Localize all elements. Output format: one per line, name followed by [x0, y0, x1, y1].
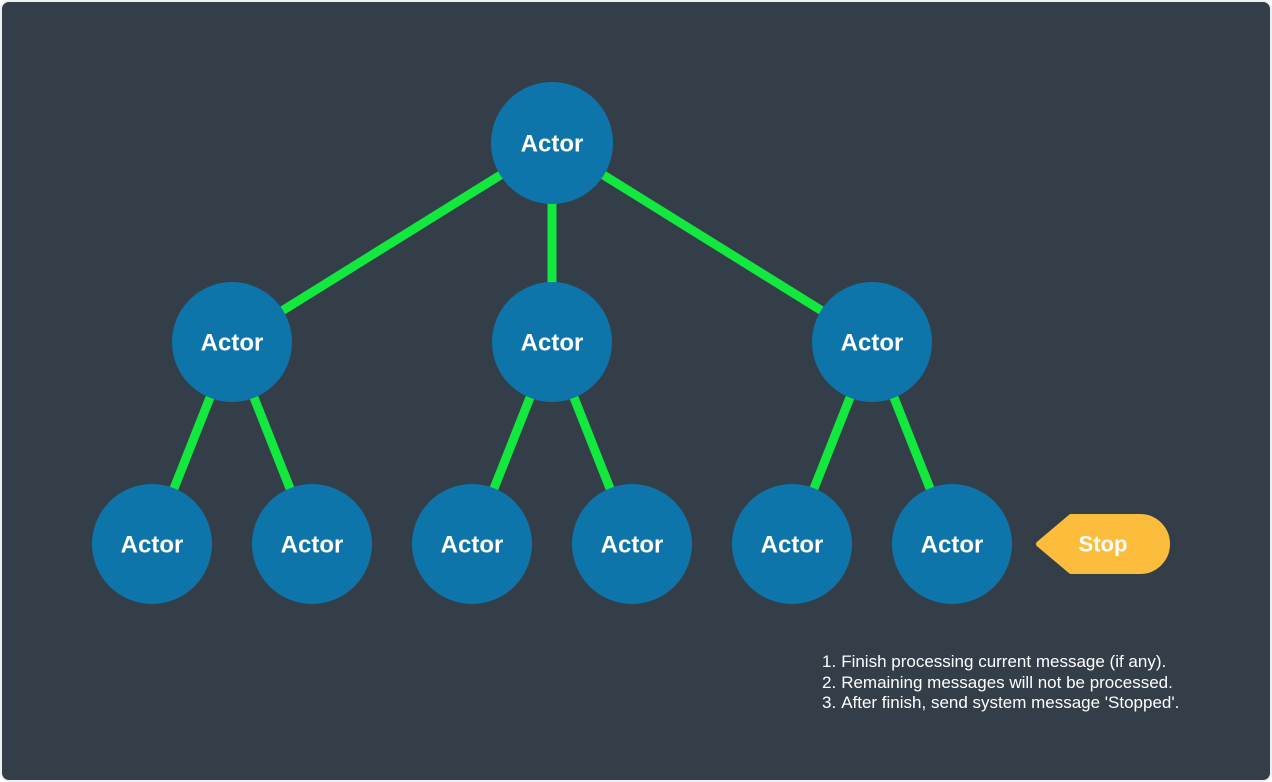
actor-circle	[412, 484, 532, 604]
actor-label: Actor	[761, 531, 824, 558]
actor-circle	[252, 484, 372, 604]
edge-root-to-mid-right	[549, 139, 875, 346]
actor-circle	[572, 484, 692, 604]
actor-circle	[492, 282, 612, 402]
note-number: 1.	[822, 652, 837, 671]
actor-circle	[732, 484, 852, 604]
actor-label: Actor	[521, 130, 584, 157]
edge-root-to-mid-left	[229, 139, 555, 346]
note-line-2: 2.Remaining messages will not be process…	[822, 673, 1179, 694]
actor-node-leaf-4: Actor	[572, 484, 692, 604]
actor-label: Actor	[121, 531, 184, 558]
actor-node-mid-center: Actor	[492, 282, 612, 402]
stop-notes-list: 1.Finish processing current message (if …	[822, 652, 1179, 714]
stop-tag: Stop	[1036, 514, 1170, 574]
actor-label: Actor	[601, 531, 664, 558]
note-line-3: 3.After finish, send system message 'Sto…	[822, 693, 1179, 714]
actor-circle	[92, 484, 212, 604]
actor-node-root: Actor	[491, 82, 613, 204]
note-text: After finish, send system message 'Stopp…	[841, 693, 1180, 713]
note-line-1: 1.Finish processing current message (if …	[822, 652, 1179, 673]
actor-node-leaf-6: Actor	[892, 484, 1012, 604]
actor-node-mid-left: Actor	[172, 282, 292, 402]
actor-circle	[172, 282, 292, 402]
actor-circle	[892, 484, 1012, 604]
actor-node-leaf-3: Actor	[412, 484, 532, 604]
note-number: 2.	[822, 672, 837, 692]
actor-node-leaf-1: Actor	[92, 484, 212, 604]
actor-circle	[812, 282, 932, 402]
actor-circle	[491, 82, 613, 204]
note-text: Remaining messages will not be processed…	[841, 672, 1173, 692]
actor-label: Actor	[521, 329, 584, 356]
actor-node-leaf-2: Actor	[252, 484, 372, 604]
actor-label: Actor	[281, 531, 344, 558]
actor-label: Actor	[201, 329, 264, 356]
actor-node-leaf-5: Actor	[732, 484, 852, 604]
note-text: Finish processing current message (if an…	[841, 652, 1167, 671]
stop-label: Stop	[1079, 532, 1128, 557]
actor-label: Actor	[841, 329, 904, 356]
actor-node-mid-right: Actor	[812, 282, 932, 402]
actor-nodes: Actor Actor Actor Actor Actor Actor	[92, 82, 1012, 604]
note-number: 3.	[822, 693, 837, 713]
actor-label: Actor	[921, 531, 984, 558]
actor-label: Actor	[441, 531, 504, 558]
stop-arrow-shape	[1036, 514, 1170, 574]
